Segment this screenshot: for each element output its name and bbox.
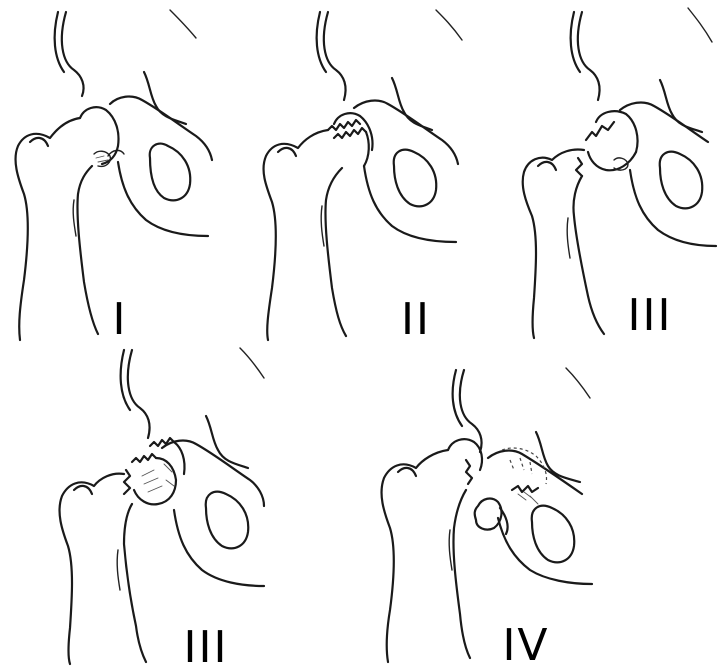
panel-4-label: III: [184, 622, 229, 670]
panel-4: III: [60, 348, 264, 670]
panel-3-label: III: [628, 290, 673, 341]
panel-3: III: [523, 8, 716, 341]
panel-1: I: [16, 10, 212, 345]
panel-2: II: [264, 10, 462, 345]
panel-5-label: IV: [502, 620, 549, 670]
panel-5: IV: [382, 368, 592, 670]
panel-2-label: II: [401, 294, 431, 345]
panel-1-label: I: [113, 294, 128, 345]
